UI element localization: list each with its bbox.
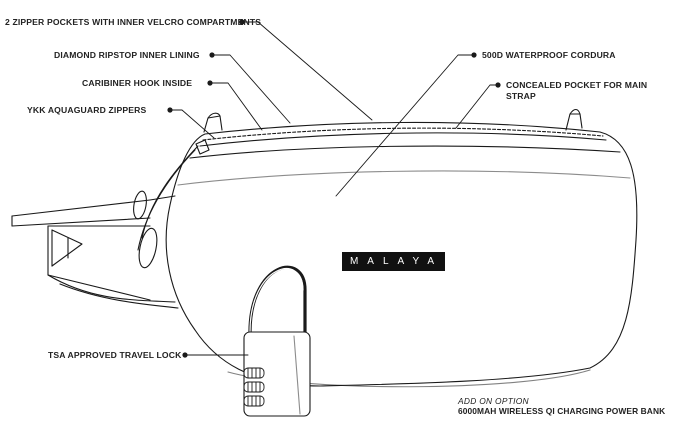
callout-caribiner-hook: CARIBINER HOOK INSIDE (82, 78, 193, 88)
callout-concealed-pocket: CONCEALED POCKET FOR MAIN STRAP (506, 80, 648, 101)
callout-ykk-zippers: YKK AQUAGUARD ZIPPERS (27, 105, 147, 115)
callout-cordura: 500D WATERPROOF CORDURA (482, 50, 616, 60)
addon-product: 6000MAH WIRELESS QI CHARGING POWER BANK (458, 406, 666, 416)
addon-note: ADD ON OPTION 6000MAH WIRELESS QI CHARGI… (458, 396, 665, 416)
addon-label: ADD ON OPTION (458, 396, 529, 406)
leader-lines (169, 21, 499, 356)
callout-inner-lining: DIAMOND RIPSTOP INNER LINING (54, 50, 200, 60)
top-tabs (203, 108, 583, 133)
travel-lock (243, 265, 311, 417)
brand-logo: MALAYA (342, 252, 445, 271)
zipper-pulls (133, 139, 210, 269)
main-strap (11, 195, 179, 309)
callout-zipper-pockets: 2 ZIPPER POCKETS WITH INNER VELCRO COMPA… (5, 17, 262, 27)
callout-travel-lock: TSA APPROVED TRAVEL LOCK (48, 350, 182, 360)
